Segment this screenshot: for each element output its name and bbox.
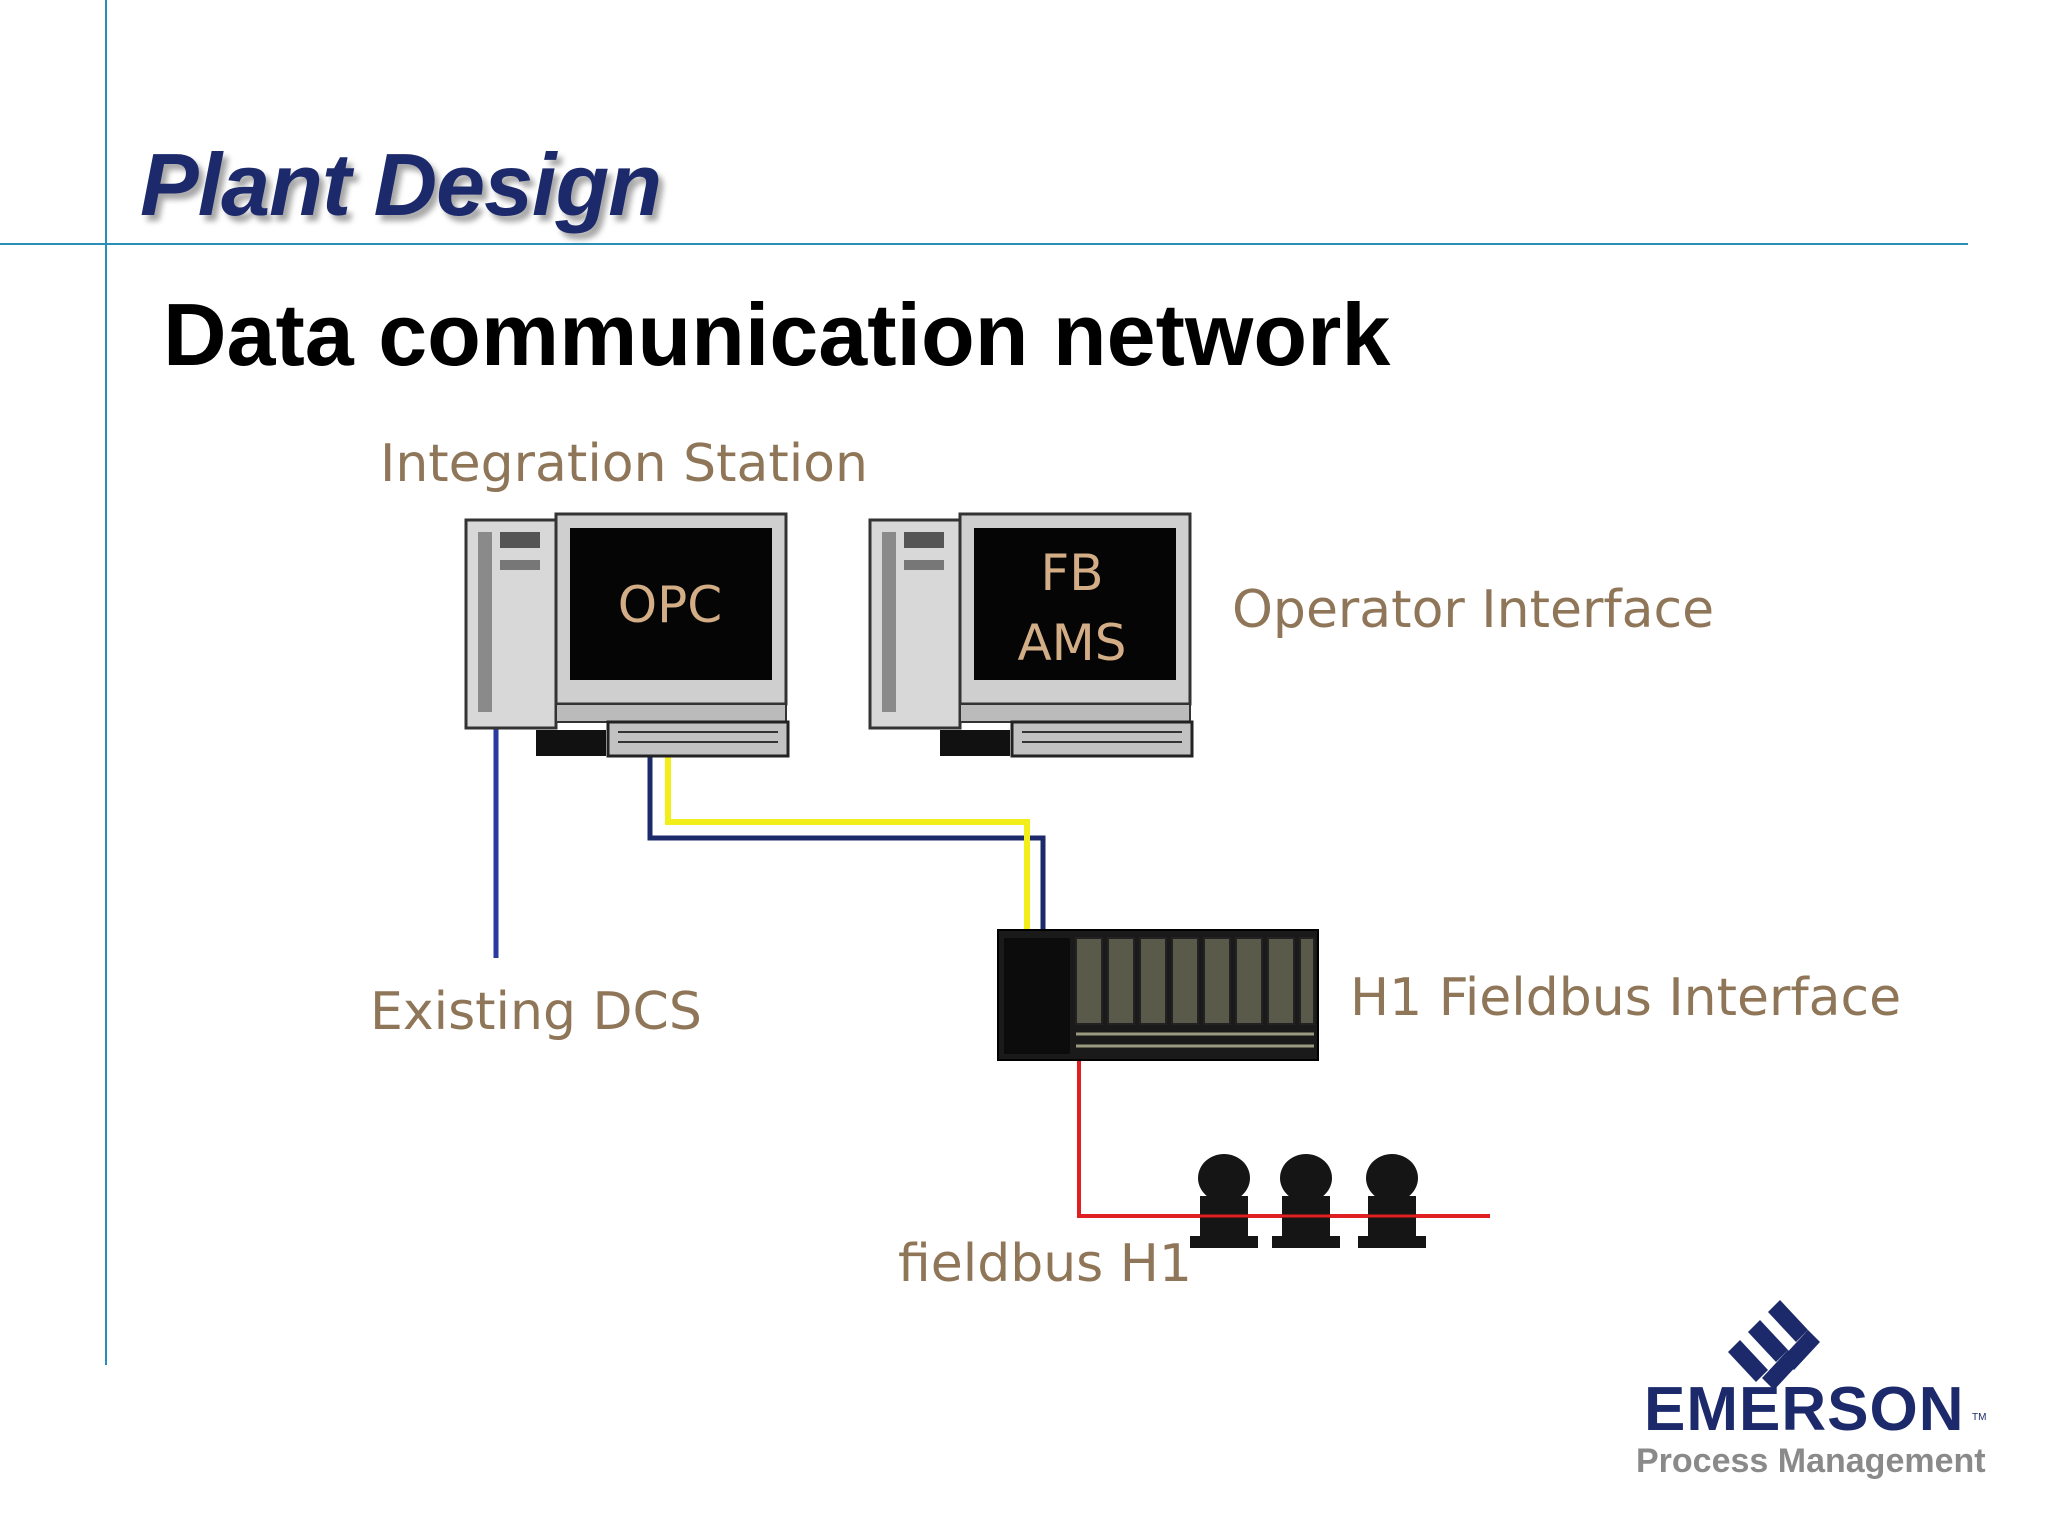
field-device-3	[1358, 1154, 1426, 1248]
integration-station-computer	[464, 512, 790, 758]
field-device-2	[1272, 1154, 1340, 1248]
opc-screen-label: OPC	[618, 576, 722, 634]
existing-dcs-label: Existing DCS	[370, 982, 702, 1042]
slide-subtitle: Data communication network	[163, 285, 1391, 384]
title-rule	[0, 243, 1968, 245]
ams-screen-label: AMS	[1017, 614, 1126, 672]
fb-screen-label: FB	[1040, 544, 1103, 602]
vertical-rule	[105, 0, 107, 1365]
operator-interface-label: Operator Interface	[1232, 580, 1715, 640]
logo-division-text: Process Management	[1636, 1442, 1986, 1480]
trademark-symbol: TM	[1972, 1412, 1987, 1423]
fieldbus-h1-line	[1077, 1060, 1490, 1218]
integration-station-label: Integration Station	[380, 434, 868, 494]
emerson-logo-wordmark: EMERSON	[1644, 1375, 1965, 1444]
field-device-1	[1190, 1154, 1258, 1248]
operator-interface-computer	[868, 512, 1194, 758]
h1-fieldbus-interface-rack	[997, 929, 1319, 1061]
page-title: Plant Design	[140, 135, 662, 234]
navy-network-line	[647, 755, 1046, 930]
fieldbus-h1-label: fieldbus H1	[898, 1234, 1192, 1294]
yellow-network-line	[665, 755, 1030, 930]
h1-fieldbus-interface-label: H1 Fieldbus Interface	[1350, 968, 1902, 1028]
emerson-logo-mark	[1728, 1300, 1820, 1390]
